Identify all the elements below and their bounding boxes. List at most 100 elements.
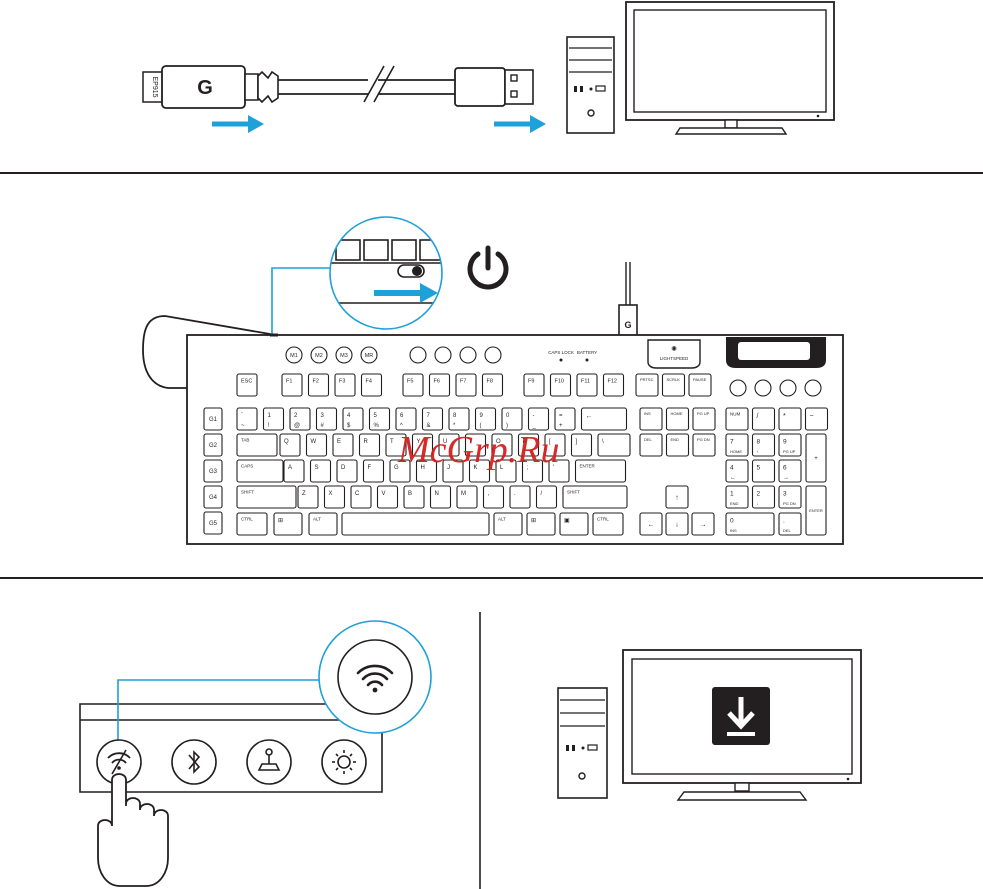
numpad-key[interactable]: 6→ [778, 459, 802, 483]
punct-key[interactable]: ; [521, 459, 544, 483]
left-alt-key[interactable]: ALT [308, 512, 338, 536]
function-key[interactable]: F9 [523, 373, 545, 397]
function-key[interactable]: F2 [307, 373, 330, 397]
letter-key[interactable]: I [464, 433, 487, 457]
letter-key[interactable]: P [517, 433, 540, 457]
punct-key[interactable]: , [482, 485, 505, 509]
next-track-key[interactable] [779, 379, 797, 397]
letter-key[interactable]: F [362, 459, 385, 483]
left-ctrl-key[interactable]: CTRL [236, 512, 268, 536]
mute-key[interactable] [804, 379, 822, 397]
bracket-key[interactable]: ] [570, 433, 593, 457]
nav-key[interactable]: PG DN [692, 433, 716, 457]
arrow-right-key[interactable]: → [691, 512, 715, 536]
macro-key[interactable]: M3 [335, 346, 353, 364]
g-key[interactable]: G1 [203, 407, 223, 431]
letter-key[interactable]: D [336, 459, 358, 483]
function-key[interactable]: F1 [281, 373, 303, 397]
numpad-key[interactable]: 4← [725, 459, 749, 483]
number-key[interactable]: `~ [236, 407, 258, 431]
numpad-dot-key[interactable]: .DEL [778, 512, 802, 536]
lightspeed-key[interactable] [409, 346, 427, 364]
number-key[interactable]: -_ [527, 407, 550, 431]
letter-key[interactable]: T [385, 433, 407, 457]
letter-key[interactable]: Q [279, 433, 301, 457]
function-key[interactable]: F3 [334, 373, 356, 397]
function-key[interactable]: F10 [549, 373, 572, 397]
number-key[interactable]: 1! [262, 407, 285, 431]
esc-key[interactable]: ESC [236, 373, 258, 397]
letter-key[interactable]: S [309, 459, 332, 483]
arrow-down-key[interactable]: ↓ [665, 512, 689, 536]
letter-key[interactable]: R [358, 433, 381, 457]
numpad-key[interactable]: 3PG DN [778, 485, 802, 509]
letter-key[interactable]: M [456, 485, 478, 509]
numpad-enter-key[interactable]: ENTER [805, 485, 827, 536]
numpad-key[interactable]: * [778, 407, 802, 431]
letter-key[interactable]: Y [411, 433, 434, 457]
lighting-key[interactable] [484, 346, 502, 364]
letter-key[interactable]: Z [297, 485, 319, 509]
bracket-key[interactable]: [ [544, 433, 566, 457]
letter-key[interactable]: W [305, 433, 328, 457]
right-win-key[interactable]: ⊞ [526, 512, 556, 536]
letter-key[interactable]: H [415, 459, 438, 483]
number-key[interactable]: 3# [315, 407, 338, 431]
left-shift-key[interactable]: SHIFT [236, 485, 297, 509]
numpad-key[interactable]: 8↑ [751, 433, 776, 457]
bluetooth-key[interactable] [434, 346, 452, 364]
punct-key[interactable]: ' [548, 459, 570, 483]
left-win-key[interactable]: ⊞ [273, 512, 303, 536]
letter-key[interactable]: C [350, 485, 372, 509]
letter-key[interactable]: V [376, 485, 399, 509]
number-key[interactable]: 5% [368, 407, 391, 431]
caps-key[interactable]: CAPS [236, 459, 284, 483]
menu-key[interactable]: ▣ [559, 512, 589, 536]
system-key[interactable]: PRTSC [635, 373, 659, 397]
function-key[interactable]: F8 [481, 373, 504, 397]
right-shift-key[interactable]: SHIFT [562, 485, 628, 509]
number-key[interactable]: 0) [501, 407, 523, 431]
prev-track-key[interactable] [729, 379, 747, 397]
enter-key[interactable]: ENTER [574, 459, 627, 483]
nav-key[interactable]: INS [639, 407, 663, 431]
tab-key[interactable]: TAB [236, 433, 278, 457]
letter-key[interactable]: O [491, 433, 513, 457]
function-key[interactable]: F6 [428, 373, 451, 397]
game-mode-key[interactable] [459, 346, 477, 364]
letter-key[interactable]: J [442, 459, 464, 483]
letter-key[interactable]: A [283, 459, 305, 483]
number-key[interactable]: 7& [421, 407, 444, 431]
nav-key[interactable]: END [665, 433, 690, 457]
letter-key[interactable]: L [495, 459, 517, 483]
macro-key[interactable]: MR [360, 346, 378, 364]
g-key[interactable]: G3 [203, 459, 223, 483]
numpad-key[interactable]: / [751, 407, 776, 431]
right-ctrl-key[interactable]: CTRL [592, 512, 624, 536]
space-key[interactable] [341, 512, 490, 536]
letter-key[interactable]: N [429, 485, 452, 509]
arrow-up-key[interactable]: ↑ [665, 485, 689, 509]
bracket-key[interactable]: \ [597, 433, 631, 457]
number-key[interactable]: 6^ [395, 407, 417, 431]
function-key[interactable]: F7 [455, 373, 477, 397]
letter-key[interactable]: X [323, 485, 346, 509]
function-key[interactable]: F12 [602, 373, 625, 397]
arrow-left-key[interactable]: ← [639, 512, 663, 536]
numpad-key[interactable]: 9PG UP [778, 433, 802, 457]
lighting-button[interactable] [321, 739, 367, 785]
function-key[interactable]: F11 [576, 373, 598, 397]
numpad-key[interactable]: 5 [751, 459, 776, 483]
g-key[interactable]: G5 [203, 511, 223, 535]
system-key[interactable]: PAUSE [688, 373, 712, 397]
function-key[interactable]: F5 [402, 373, 424, 397]
download-icon[interactable] [712, 687, 770, 745]
number-key[interactable]: =+ [554, 407, 576, 431]
letter-key[interactable]: U [438, 433, 460, 457]
number-key[interactable]: 2@ [289, 407, 311, 431]
nav-key[interactable]: HOME [665, 407, 690, 431]
macro-key[interactable]: M1 [285, 346, 303, 364]
